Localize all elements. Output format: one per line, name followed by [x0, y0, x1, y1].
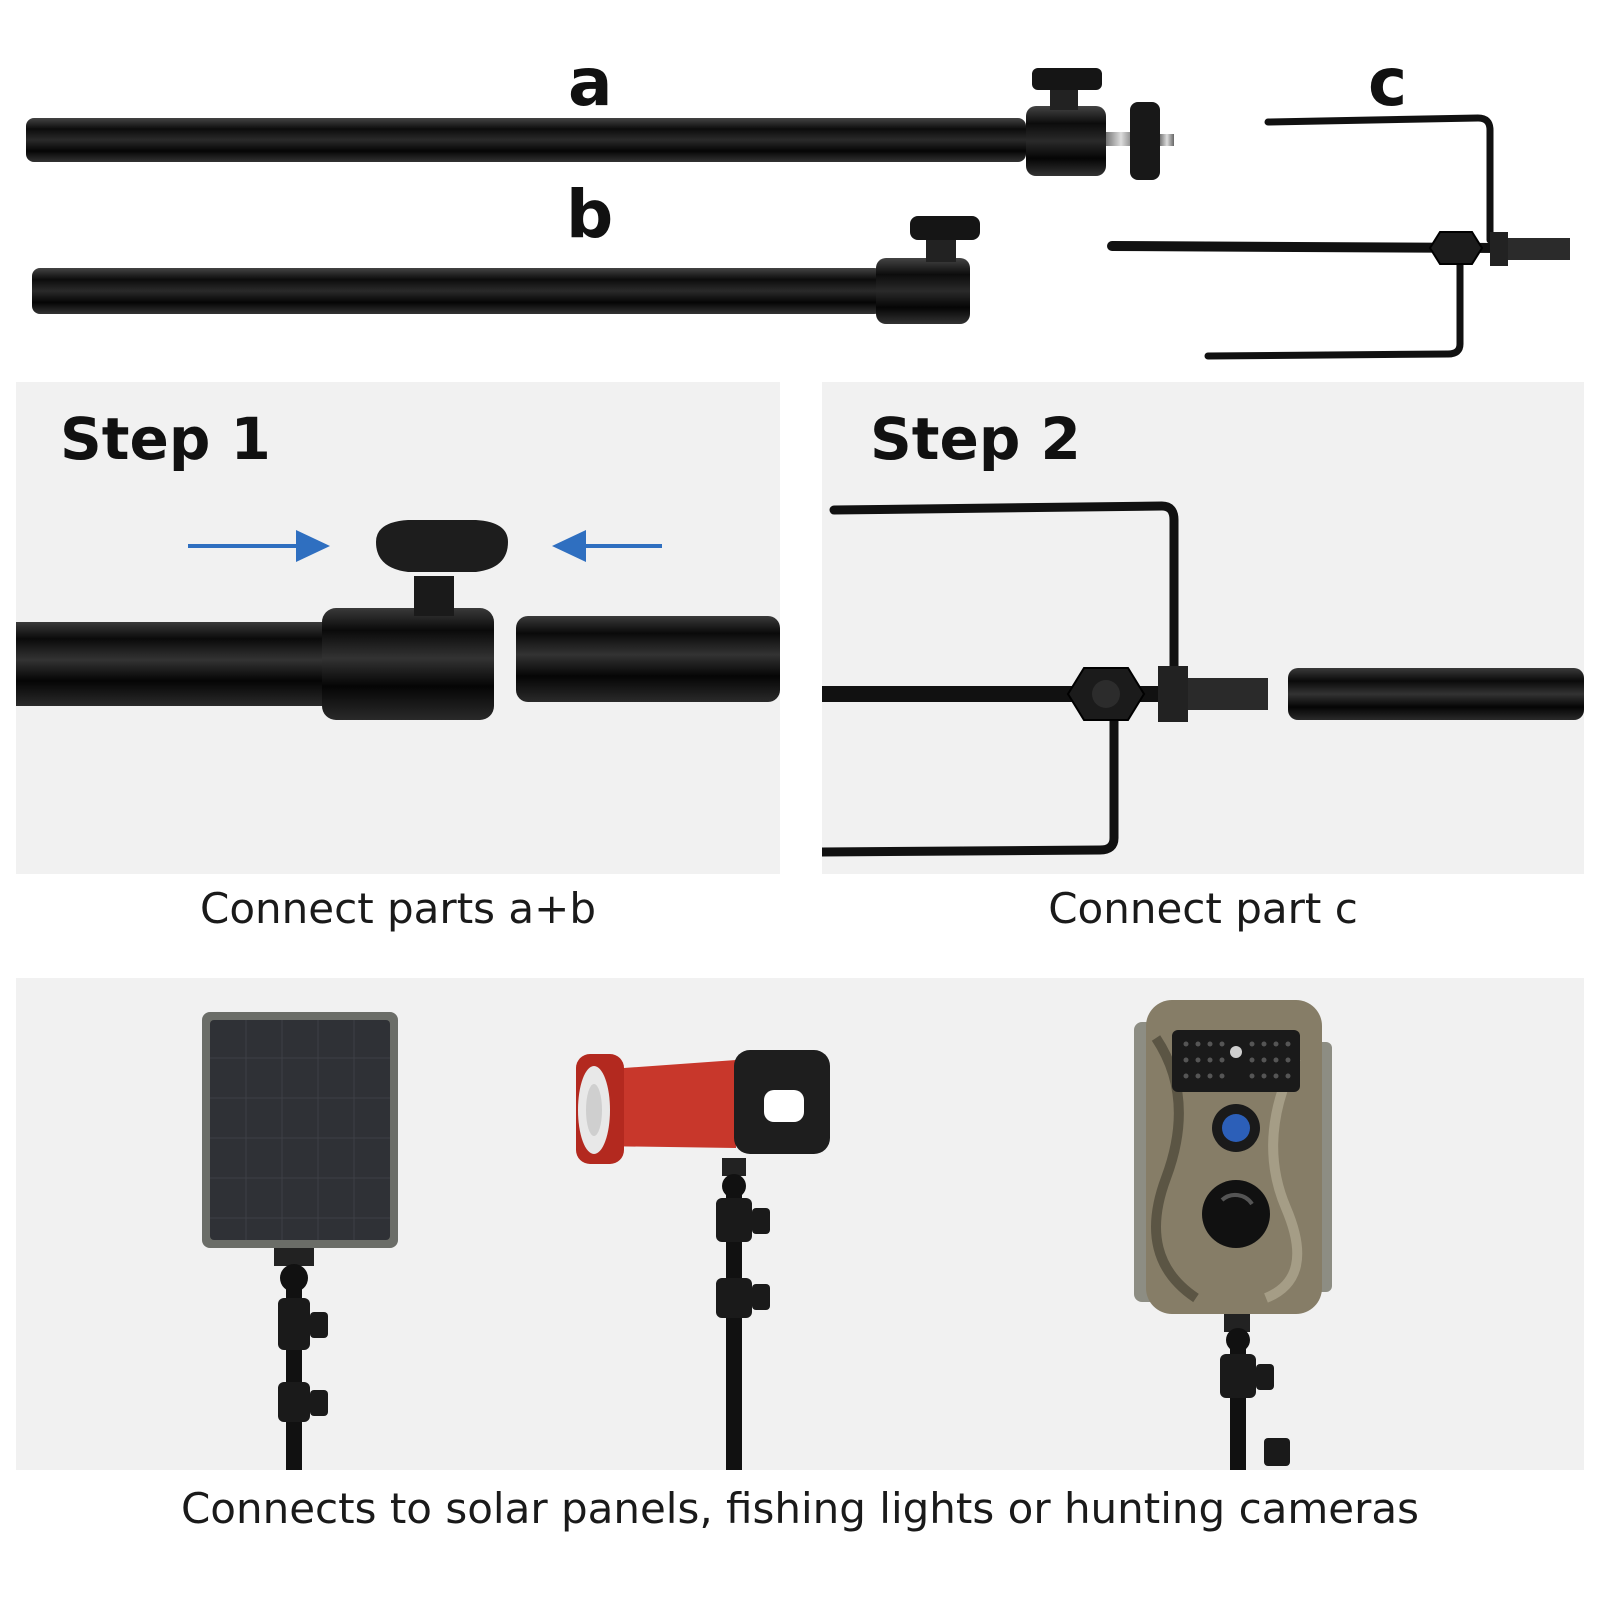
- accessories-caption: Connects to solar panels, fishing lights…: [180, 1484, 1420, 1533]
- step-2-illustration: [822, 501, 1584, 857]
- flashlight-icon: [576, 1050, 830, 1470]
- solar-panel-icon: [202, 1012, 398, 1470]
- step-1-title: Step 1: [60, 405, 271, 473]
- accessories-illustration: [202, 1000, 1332, 1470]
- part-b-pole: [32, 216, 980, 324]
- arrow-right-icon: [188, 530, 330, 562]
- step-2-panel: Step 2: [822, 382, 1584, 874]
- step-1-illustration: [16, 520, 780, 720]
- hunting-camera-icon: [1134, 1000, 1332, 1470]
- part-c-fork: [1107, 114, 1570, 360]
- step-2-title: Step 2: [870, 405, 1081, 473]
- parts-illustration: [26, 68, 1570, 360]
- part-a-label: a: [568, 44, 613, 121]
- part-c-label: c: [1368, 44, 1408, 121]
- step-2-caption: Connect part c: [1048, 884, 1358, 933]
- part-a-pole: [26, 68, 1174, 180]
- step-1-caption: Connect parts a+b: [200, 884, 596, 933]
- step-1-panel: Step 1: [16, 382, 780, 874]
- arrow-left-icon: [552, 530, 662, 562]
- part-b-label: b: [566, 176, 614, 253]
- accessories-panel: [16, 978, 1584, 1470]
